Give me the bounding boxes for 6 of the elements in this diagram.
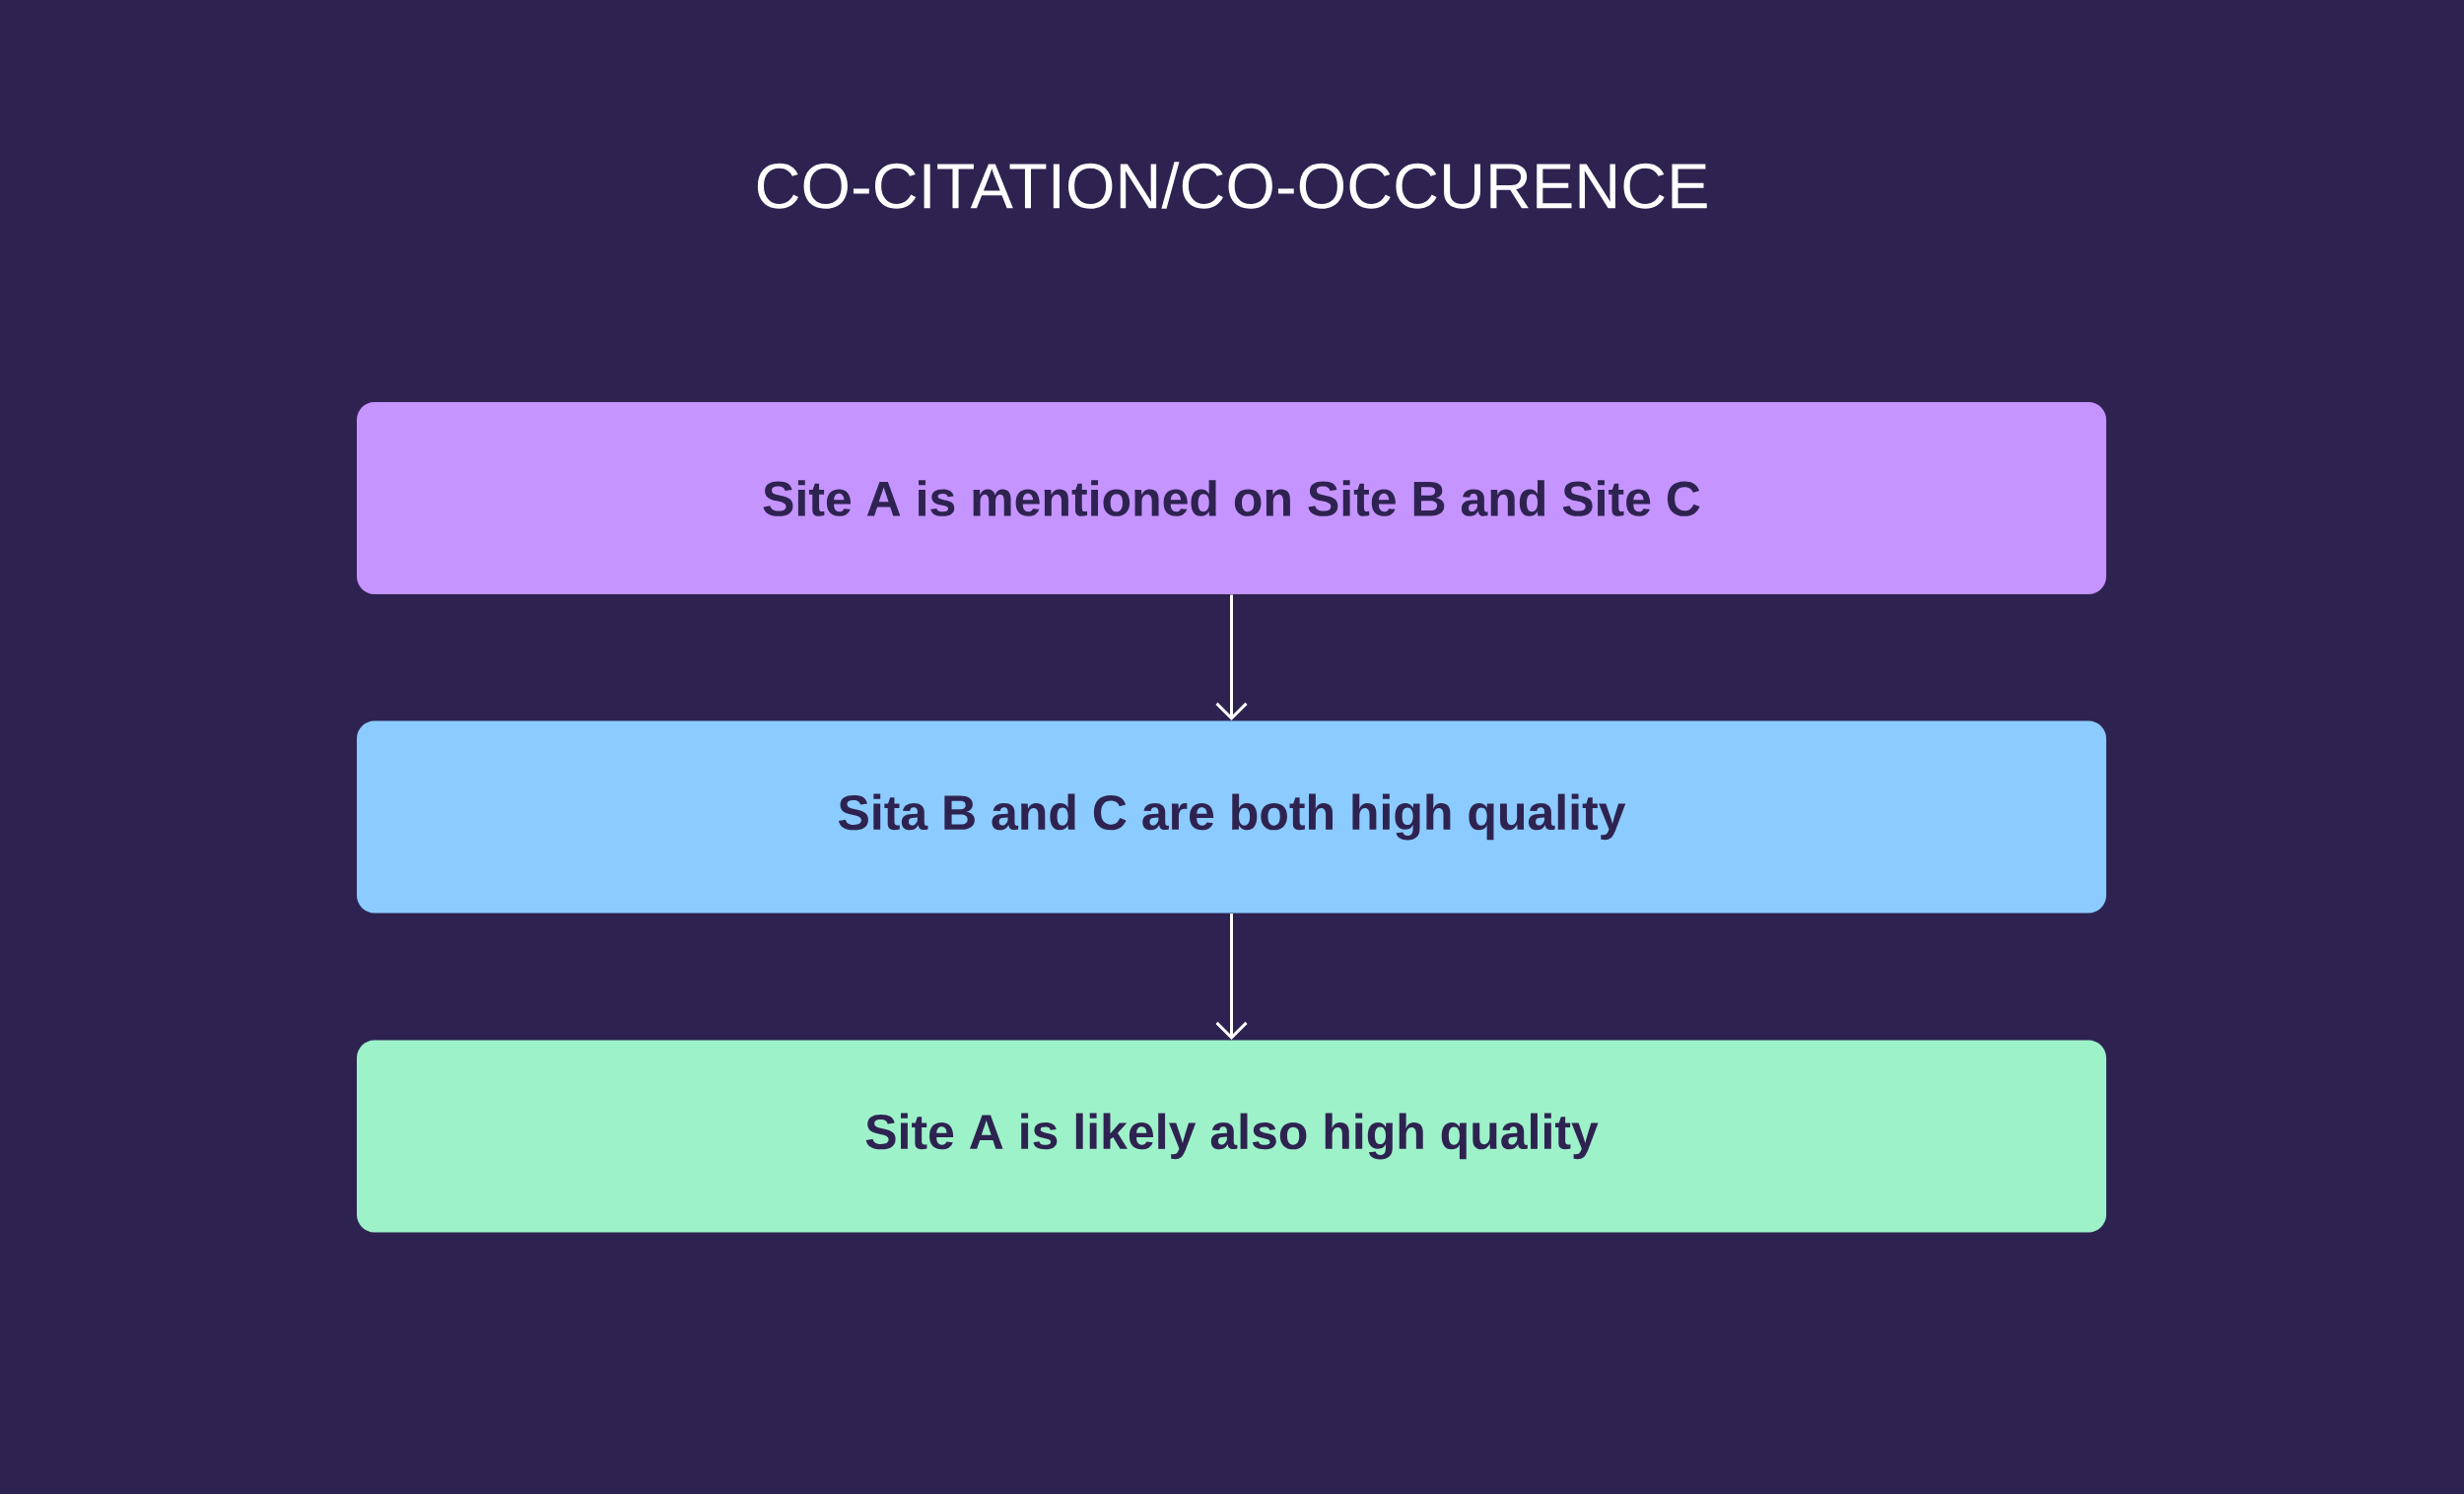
title: CO-CITATION/CO-OCCURENCE — [757, 162, 1707, 209]
arrow — [1215, 594, 1248, 720]
process-box: Site A is mentioned on Site B and Site C — [357, 402, 2107, 594]
arrow — [1215, 914, 1248, 1041]
process-box: Sita B and C are both high quality — [357, 720, 2107, 914]
process-box: Site A is likely also high quality — [357, 1040, 2107, 1233]
